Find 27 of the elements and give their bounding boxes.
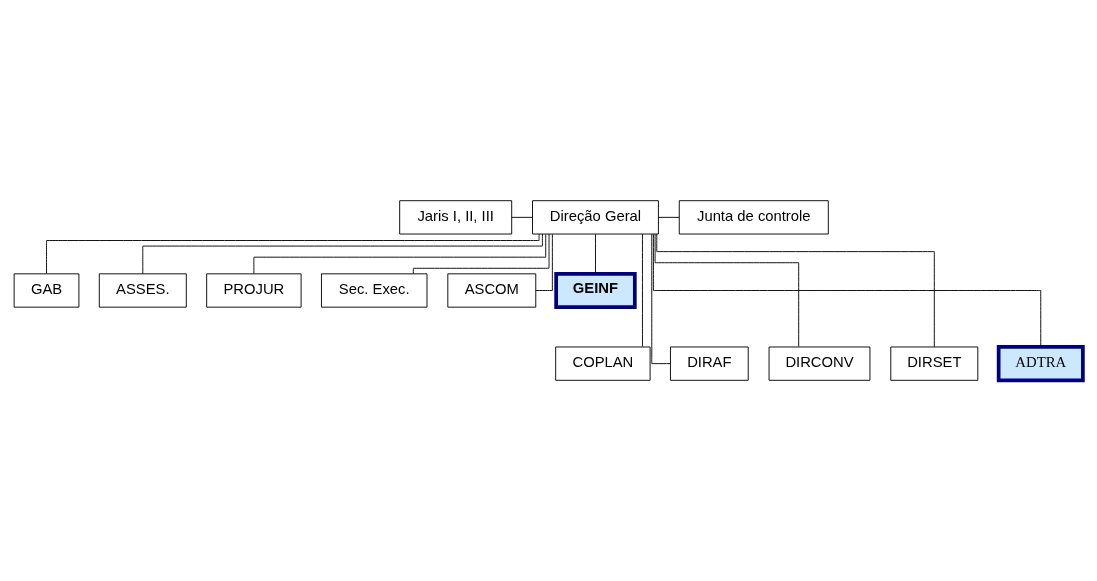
connector — [595, 233, 596, 275]
connector — [658, 216, 680, 218]
node-box: Junta de controle — [678, 200, 829, 235]
connector — [654, 233, 800, 347]
node-box: GAB — [13, 273, 80, 308]
connector — [412, 233, 550, 275]
connector — [253, 234, 547, 274]
connector — [656, 233, 935, 348]
node-box: ASSES. — [98, 273, 187, 308]
connector — [535, 233, 553, 291]
node-box: PROJUR — [206, 273, 302, 308]
node-box: Direção Geral — [532, 200, 659, 235]
connector — [642, 233, 643, 348]
connector — [651, 233, 671, 365]
connector — [652, 233, 1042, 348]
connector — [511, 216, 533, 218]
node-box: DIRCONV — [768, 346, 871, 381]
node-box: Jaris I, II, III — [399, 200, 513, 235]
node-box: GEINF — [554, 272, 637, 309]
node-box: ASCOM — [447, 273, 537, 308]
node-box: Sec. Exec. — [321, 273, 428, 308]
node-box: COPLAN — [555, 346, 651, 381]
connector — [46, 233, 540, 275]
node-box: ADTRA — [996, 345, 1085, 383]
node-box: DIRAF — [670, 346, 749, 381]
connector — [142, 233, 543, 275]
node-box: DIRSET — [890, 346, 979, 381]
